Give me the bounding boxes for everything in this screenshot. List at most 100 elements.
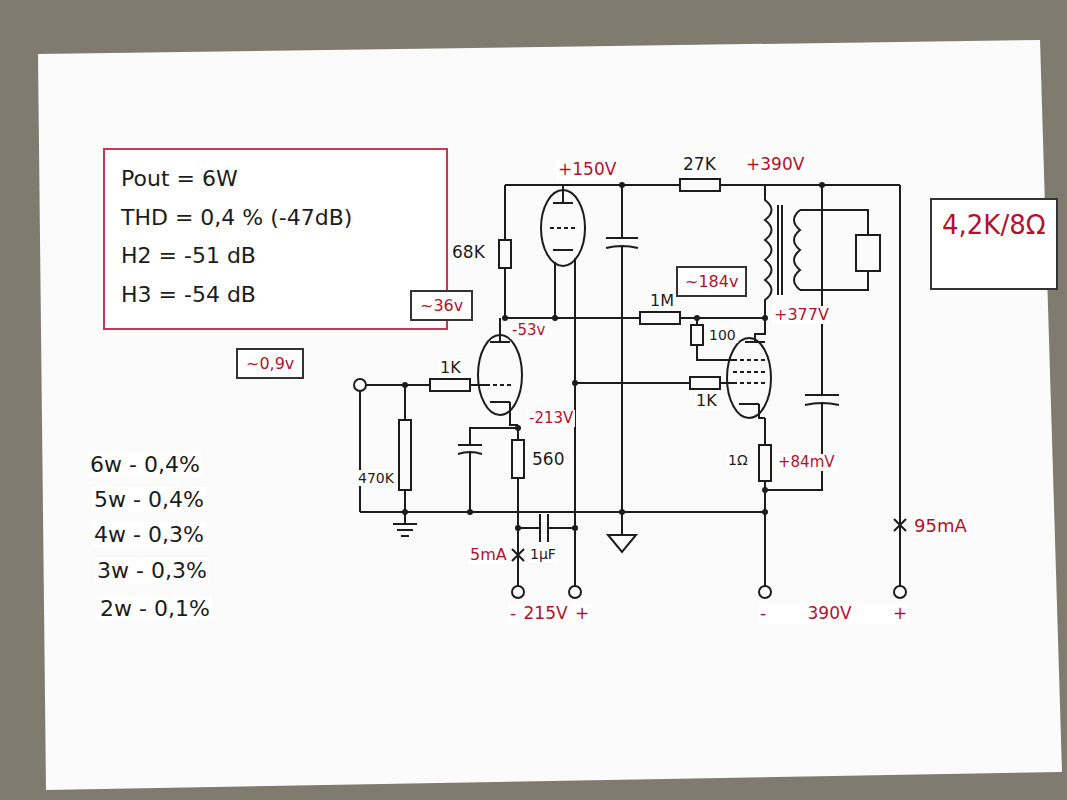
cathode bbox=[553, 249, 573, 251]
junction bbox=[619, 509, 625, 515]
paper-sheet bbox=[38, 40, 1062, 790]
cathode bbox=[739, 404, 765, 418]
wire bbox=[800, 210, 868, 290]
wire bbox=[404, 385, 406, 512]
node-text: 4,2K/8Ω bbox=[942, 210, 1046, 241]
wire bbox=[517, 425, 519, 586]
junction bbox=[402, 509, 408, 515]
plate bbox=[745, 318, 765, 342]
transformer-secondary bbox=[794, 210, 800, 290]
terminal bbox=[512, 586, 524, 598]
ground-symbol bbox=[608, 535, 636, 552]
cathode bbox=[490, 402, 518, 425]
input-jack bbox=[354, 379, 366, 391]
voltage-label: -213V bbox=[527, 410, 575, 427]
junction bbox=[515, 525, 521, 531]
terminal bbox=[759, 586, 771, 598]
transformer-core bbox=[778, 205, 782, 295]
resistor-value: 1Ω bbox=[726, 452, 750, 468]
resistor-symbol bbox=[759, 445, 771, 481]
current-label: 95mA bbox=[912, 516, 969, 537]
wire bbox=[764, 418, 766, 586]
wire bbox=[575, 382, 733, 384]
resistor-symbol bbox=[640, 312, 680, 324]
node-text: THD = 0,4 % (-47dB) bbox=[121, 199, 430, 238]
results-box: Pout = 6WTHD = 0,4 % (-47dB)H2 = -51 dBH… bbox=[103, 148, 448, 330]
wire bbox=[505, 317, 765, 319]
voltage-label: +84mV bbox=[776, 454, 837, 471]
resistor-value: 68K bbox=[450, 243, 487, 263]
plate bbox=[490, 318, 510, 342]
junction bbox=[552, 315, 558, 321]
wire bbox=[360, 511, 765, 513]
wire bbox=[554, 262, 556, 318]
junction bbox=[467, 509, 473, 515]
resistor-value: 470K bbox=[356, 470, 396, 486]
node-text: H2 = -51 dB bbox=[121, 237, 430, 276]
resistor-symbol bbox=[690, 377, 720, 389]
voltage-label: +390V bbox=[744, 155, 806, 175]
grid bbox=[486, 384, 514, 386]
node-text: ~184v bbox=[685, 272, 738, 291]
current-mark bbox=[512, 549, 524, 561]
node-text: H3 = -54 dB bbox=[121, 276, 430, 315]
resistor-symbol bbox=[680, 179, 720, 191]
junction bbox=[402, 382, 408, 388]
pentode-symbol bbox=[727, 338, 771, 418]
capacitor-symbol bbox=[765, 185, 839, 490]
capacitor-symbol bbox=[606, 185, 638, 535]
capacitor-symbol bbox=[458, 428, 518, 512]
impedance-box: 4,2K/8Ω bbox=[930, 198, 1058, 290]
junction bbox=[619, 182, 625, 188]
current-label: 5mA bbox=[468, 546, 509, 564]
node-text: ~36v bbox=[420, 296, 463, 315]
junction bbox=[515, 425, 521, 431]
voltage-label: -53v bbox=[510, 322, 547, 339]
transformer-primary bbox=[765, 185, 772, 318]
terminal bbox=[894, 586, 906, 598]
paper bbox=[38, 40, 1062, 790]
resistor-value: 100 bbox=[707, 327, 738, 343]
measurement-row: 5w - 0,4% bbox=[92, 487, 206, 512]
junction bbox=[819, 182, 825, 188]
junction bbox=[762, 315, 768, 321]
measurement-row: 3w - 0,3% bbox=[95, 558, 209, 583]
wire bbox=[359, 391, 361, 512]
resistor-symbol bbox=[691, 325, 703, 345]
junction-dots bbox=[402, 182, 825, 531]
resistor-symbol bbox=[512, 440, 524, 478]
voltage-box: ~0,9v bbox=[236, 348, 304, 379]
resistor-value: 1M bbox=[648, 292, 676, 310]
resistor-value: 27K bbox=[681, 155, 718, 175]
resistor-symbol bbox=[430, 379, 470, 391]
voltage-label: +150V bbox=[556, 160, 618, 180]
resistor-symbol bbox=[399, 420, 411, 490]
measurement-row: 6w - 0,4% bbox=[88, 452, 202, 477]
measurement-row: 4w - 0,3% bbox=[92, 522, 206, 547]
measurement-row: 2w - 0,1% bbox=[98, 596, 212, 621]
junction bbox=[694, 315, 700, 321]
ground-symbol bbox=[393, 512, 417, 536]
terminal bbox=[569, 586, 581, 598]
grid bbox=[550, 227, 576, 229]
junction bbox=[502, 315, 508, 321]
wire bbox=[366, 384, 486, 386]
resistor-value: 560 bbox=[530, 450, 566, 470]
capacitor-value: 1µF bbox=[528, 546, 558, 562]
resistor-symbol bbox=[499, 240, 511, 268]
junction bbox=[572, 525, 578, 531]
supply-label: - 390V + bbox=[758, 604, 909, 624]
resistor-value: 1K bbox=[694, 392, 719, 410]
wire bbox=[504, 185, 506, 318]
voltage-label: +377V bbox=[772, 306, 831, 324]
wire bbox=[505, 184, 900, 186]
junction bbox=[762, 487, 768, 493]
junction bbox=[572, 380, 578, 386]
grid bbox=[733, 360, 765, 383]
resistor-value: 1K bbox=[438, 359, 463, 377]
supply-label: - 215V + bbox=[508, 604, 591, 624]
junction bbox=[762, 509, 768, 515]
